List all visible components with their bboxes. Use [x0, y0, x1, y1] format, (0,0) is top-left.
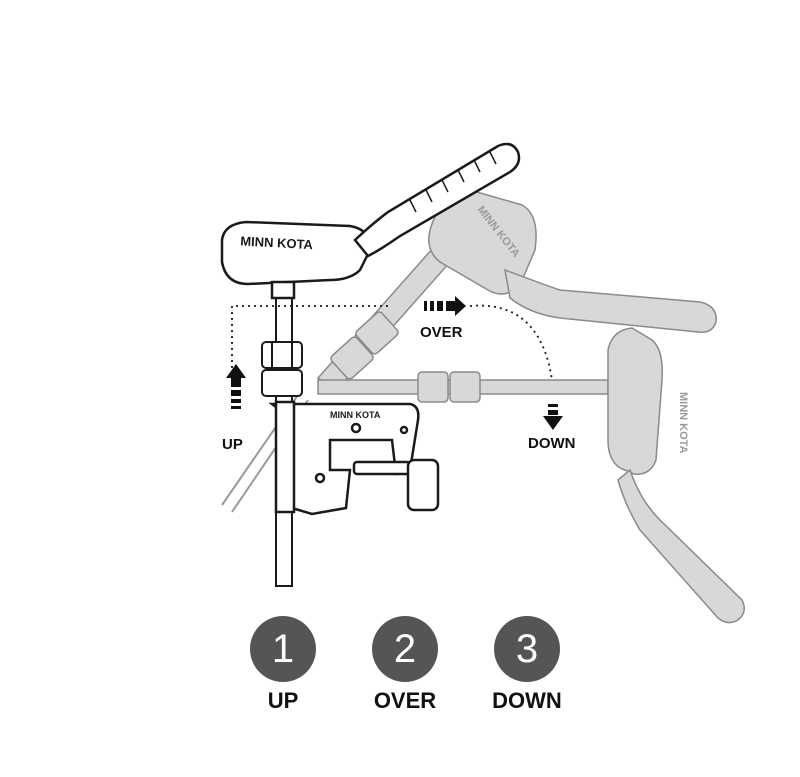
- down-label: DOWN: [528, 435, 576, 452]
- step-2: 2 OVER: [350, 616, 460, 714]
- step-3-label: DOWN: [492, 688, 562, 713]
- step-2-label: OVER: [373, 688, 437, 713]
- up-label: UP: [222, 436, 243, 453]
- step-1-number: 1: [250, 616, 316, 682]
- ghost-motor-middle: MINN KOTA: [316, 189, 717, 394]
- step-2-number: 2: [372, 616, 438, 682]
- up-arrow-icon: [226, 364, 246, 409]
- motor-head: MINN KOTA: [220, 220, 372, 300]
- down-arrow-icon: [543, 404, 563, 430]
- guide-lines: [231, 304, 553, 381]
- ghost-brand-right: MINN KOTA: [677, 392, 689, 454]
- step-3: 3 DOWN: [472, 616, 582, 714]
- ghost-motor-right: MINN KOTA: [317, 327, 745, 624]
- over-arrow-icon: [424, 296, 466, 316]
- step-3-number: 3: [494, 616, 560, 682]
- motor-brand-label: MINN KOTA: [240, 233, 314, 252]
- step-1-label: UP: [267, 688, 299, 713]
- step-1: 1 UP: [228, 616, 338, 714]
- bracket-brand-label: MINN KOTA: [330, 410, 381, 420]
- shaft-collars: [261, 341, 303, 397]
- tiller-handle: [353, 142, 521, 258]
- over-label: OVER: [420, 324, 463, 341]
- mount-bracket: MINN KOTA: [268, 400, 440, 516]
